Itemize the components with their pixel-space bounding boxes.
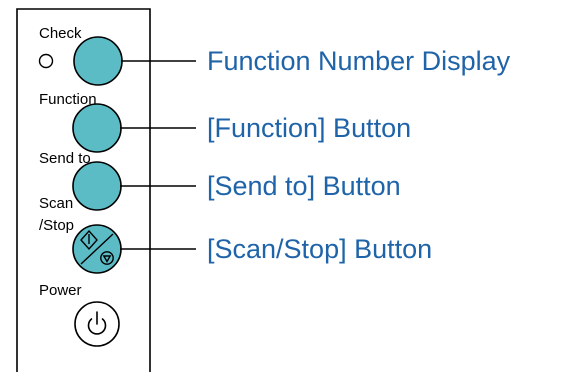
scan-stop-icon [80,229,114,265]
operator-panel-outline [16,8,151,372]
function-number-display-callout: Function Number Display [207,46,511,76]
function-button[interactable] [72,103,122,153]
scan-stop-button-callout: [Scan/Stop] Button [207,234,432,264]
send-to-label: Send to [39,150,91,167]
scan-stop-button[interactable] [72,224,122,274]
check-indicator-led-icon [38,53,54,69]
send-to-button[interactable] [72,161,122,211]
stop-label: /Stop [39,217,74,234]
scan-label: Scan [39,195,73,212]
check-label: Check [39,25,82,42]
power-button[interactable] [74,301,120,347]
function-number-display [73,36,123,86]
function-button-callout: [Function] Button [207,113,411,143]
power-label: Power [39,282,82,299]
send-to-button-callout: [Send to] Button [207,171,401,201]
power-icon [87,311,107,335]
function-label: Function [39,91,97,108]
